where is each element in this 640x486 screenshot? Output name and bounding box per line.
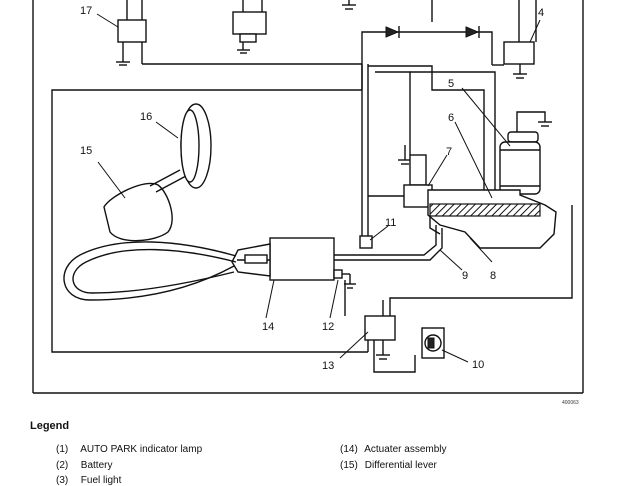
leader-15 bbox=[97, 161, 126, 199]
legend-title: Legend bbox=[30, 420, 70, 432]
callout-4: 4 bbox=[538, 7, 544, 19]
leader-4 bbox=[529, 19, 541, 43]
legend: Legend (1) AUTO PARK indicator lamp (2) … bbox=[0, 410, 640, 486]
callout-17: 17 bbox=[80, 5, 92, 17]
leader-11 bbox=[369, 225, 389, 241]
inner-wiring-frame bbox=[51, 89, 368, 353]
leader-14 bbox=[265, 279, 275, 319]
component-9-cable bbox=[334, 225, 443, 261]
component-11-connector bbox=[359, 235, 373, 249]
callout-6: 6 bbox=[448, 112, 454, 124]
top-ground-symbol bbox=[342, 0, 356, 10]
callout-7: 7 bbox=[446, 146, 452, 158]
callout-10: 10 bbox=[472, 359, 484, 371]
leader-7 bbox=[427, 154, 448, 187]
callout-14: 14 bbox=[262, 321, 274, 333]
legend-item-14-label: Actuater assembly bbox=[364, 444, 447, 455]
callout-12: 12 bbox=[322, 321, 334, 333]
callout-8: 8 bbox=[490, 270, 496, 282]
legend-item-1-num: (1) bbox=[56, 444, 69, 455]
component-14-actuator bbox=[231, 237, 356, 316]
legend-item-1: (1) AUTO PARK indicator lamp bbox=[56, 444, 202, 455]
outer-frame bbox=[32, 0, 584, 394]
legend-item-2-num: (2) bbox=[56, 460, 69, 471]
component-15-lever bbox=[103, 169, 187, 242]
callout-11: 11 bbox=[385, 217, 396, 229]
legend-item-3: (3) Fuel light bbox=[56, 475, 121, 486]
legend-item-15-label: Differential lever bbox=[364, 460, 437, 471]
legend-item-1-label: AUTO PARK indicator lamp bbox=[80, 444, 203, 455]
legend-item-2: (2) Battery bbox=[56, 460, 112, 471]
leader-5 bbox=[461, 87, 511, 147]
leader-16 bbox=[155, 121, 179, 139]
leader-10 bbox=[441, 349, 469, 363]
leader-9 bbox=[439, 249, 463, 271]
component-13-relay bbox=[364, 315, 416, 373]
leader-17 bbox=[96, 13, 119, 28]
callout-5: 5 bbox=[448, 78, 454, 90]
callout-16: 16 bbox=[140, 111, 152, 123]
legend-item-3-label: Fuel light bbox=[80, 475, 122, 486]
callout-9: 9 bbox=[462, 270, 468, 282]
schematic-diagram: 17 4 5 6 7 16 15 11 9 8 14 12 13 10 4000… bbox=[32, 0, 584, 406]
leader-12 bbox=[329, 279, 339, 319]
component-16-lamp bbox=[180, 103, 212, 189]
leader-13 bbox=[339, 331, 369, 359]
component-8-housing bbox=[427, 189, 557, 249]
legend-item-3-num: (3) bbox=[56, 475, 69, 486]
component-7-switch bbox=[368, 154, 433, 208]
right-side-wiring bbox=[367, 205, 573, 352]
legend-item-15-num: (15) bbox=[340, 460, 358, 471]
component-10-switch bbox=[421, 327, 445, 359]
component-5-motor bbox=[491, 111, 552, 206]
callout-15: 15 bbox=[80, 145, 92, 157]
top-center-switch bbox=[232, 0, 267, 54]
diode-circuit bbox=[361, 26, 493, 90]
legend-item-2-label: Battery bbox=[80, 460, 113, 471]
figure-code: 400063 bbox=[562, 400, 579, 406]
actuator-cable bbox=[63, 241, 237, 301]
legend-item-14-num: (14) bbox=[340, 444, 358, 455]
leader-8 bbox=[469, 237, 493, 263]
legend-item-14: (14) Actuater assembly bbox=[340, 444, 447, 455]
main-bus-wires bbox=[361, 64, 496, 242]
callout-13: 13 bbox=[322, 360, 334, 372]
component-4-relay bbox=[492, 0, 537, 79]
leader-6 bbox=[454, 121, 493, 199]
legend-item-15: (15) Differential lever bbox=[340, 460, 437, 471]
component-17-sensor bbox=[116, 0, 362, 66]
